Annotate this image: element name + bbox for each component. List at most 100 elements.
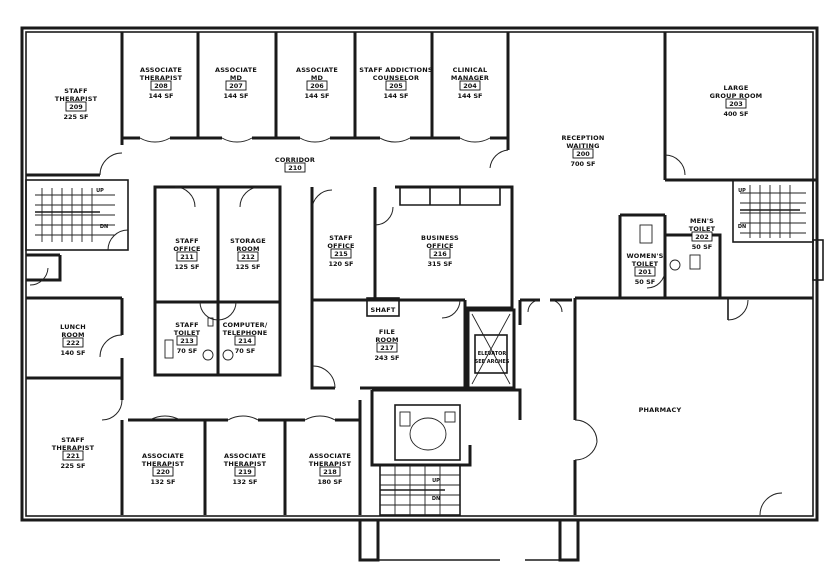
toilets-right-stair [618, 179, 814, 298]
room-name-r209-1: THERAPIST [55, 95, 98, 103]
room-number-r217: 217 [380, 344, 394, 352]
room-name-r202-1: TOILET [689, 225, 716, 233]
room-number-r211: 211 [180, 253, 194, 261]
room-area-r221: 225 SF [61, 462, 86, 470]
room-number-r209: 209 [69, 103, 83, 111]
room-number-box-r202 [691, 231, 713, 242]
room-area-r216: 315 SF [428, 260, 453, 268]
room-name-r214-1: TELEPHONE [223, 329, 268, 337]
room-name-r200-1: WAITING [566, 142, 599, 150]
room-number-box-r213 [176, 335, 198, 346]
room-number-r207: 207 [229, 82, 243, 90]
room-name-r211-0: STAFF [175, 237, 199, 245]
room-number-box-r221 [62, 450, 84, 461]
room-name-r209-0: STAFF [64, 87, 88, 95]
left-stair [25, 179, 129, 251]
room-name-r220-1: THERAPIST [142, 460, 185, 468]
room-number-r205: 205 [389, 82, 403, 90]
room-area-r213: 70 SF [177, 347, 197, 355]
room-area-r219: 132 SF [233, 478, 258, 486]
pharmacy-label: PHARMACY [639, 406, 682, 414]
entry-wall-right [558, 520, 580, 562]
room-area-r222: 140 SF [61, 349, 86, 357]
room-name-r202-0: MEN'S [690, 217, 714, 225]
room-area-r218: 180 SF [318, 478, 343, 486]
room-number-r221: 221 [66, 452, 80, 460]
room-number-r218: 218 [323, 468, 337, 476]
elevator-label-line1: ELEVATOR [478, 351, 507, 357]
left-stair-up-label: UP [96, 188, 104, 194]
room-number-box-r216 [429, 248, 451, 259]
room-number-box-r215 [330, 248, 352, 259]
room-number-box-r209 [65, 101, 87, 112]
room-name-r201-0: WOMEN'S [626, 252, 663, 260]
room-name-r215-1: OFFICE [327, 242, 354, 250]
room-area-r201: 50 SF [635, 278, 655, 286]
room-number-box-r218 [319, 466, 341, 477]
room-name-r203-1: GROUP ROOM [710, 92, 763, 100]
room-number-box-r219 [234, 466, 256, 477]
room-area-r209: 225 SF [64, 113, 89, 121]
top-door-swings [99, 137, 686, 176]
room-name-r213-0: STAFF [175, 321, 199, 329]
room-number-r215: 215 [334, 250, 348, 258]
room-area-r211: 125 SF [175, 263, 200, 271]
room-area-r214: 70 SF [235, 347, 255, 355]
building-inner-outline [25, 31, 814, 517]
room-area-r208: 144 SF [149, 92, 174, 100]
room-name-r208-1: THERAPIST [140, 74, 183, 82]
room-area-r217: 243 SF [375, 354, 400, 362]
room-name-r211-1: OFFICE [173, 245, 200, 253]
room-number-r210: 210 [288, 164, 302, 172]
room-name-r221-1: THERAPIST [52, 444, 95, 452]
exterior-notch [812, 239, 824, 281]
room-name-r207-1: MD [230, 74, 243, 82]
bottom-offices-walls [128, 400, 362, 515]
room-name-r218-0: ASSOCIATE [309, 452, 351, 460]
room-number-r208: 208 [154, 82, 168, 90]
room-area-r205: 144 SF [384, 92, 409, 100]
entry-wall-left [358, 520, 380, 562]
building-outline [20, 26, 819, 522]
room-name-r214-0: COMPUTER/ [223, 321, 268, 329]
room-number-box-r203 [725, 98, 747, 109]
central-core-walls [153, 185, 282, 377]
room-number-box-r206 [306, 80, 328, 91]
room-name-r215-0: STAFF [329, 234, 353, 242]
room-name-r212-0: STORAGE [230, 237, 266, 245]
room-number-box-r220 [152, 466, 174, 477]
room-number-r214: 214 [238, 337, 252, 345]
room-area-r202: 50 SF [692, 243, 712, 251]
room-name-r213-1: TOILET [174, 329, 201, 337]
elevator-label-line2: SEE ARCHES [475, 359, 510, 365]
lower-stair-dn-label: DN [432, 496, 440, 502]
room-number-r222: 222 [66, 339, 80, 347]
room-name-r210-0: CORRIDOR [275, 156, 315, 164]
room-name-r222-1: ROOM [61, 331, 84, 339]
room-number-box-r222 [62, 337, 84, 348]
exterior-walls [20, 26, 824, 562]
room-number-box-r210 [284, 162, 306, 173]
room-name-r206-0: ASSOCIATE [296, 66, 338, 74]
right-stair-up-label: UP [738, 188, 746, 194]
room-number-r206: 206 [310, 82, 324, 90]
room-name-r216-1: OFFICE [426, 242, 453, 250]
room-number-box-r207 [225, 80, 247, 91]
room-number-r204: 204 [463, 82, 477, 90]
room-area-r212: 125 SF [236, 263, 261, 271]
room-number-box-r201 [634, 266, 656, 277]
room-area-r220: 132 SF [151, 478, 176, 486]
